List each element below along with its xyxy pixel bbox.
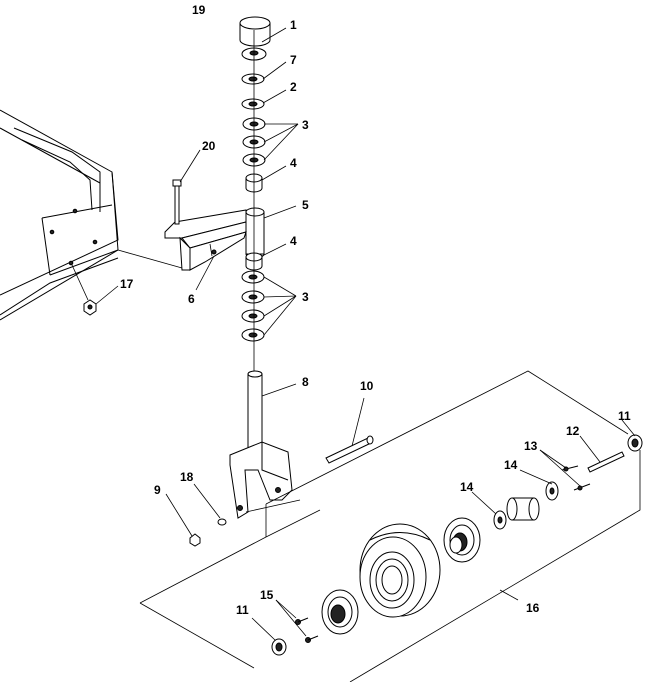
- wheel-bearing-inner: [493, 510, 507, 530]
- callout-15: 15: [260, 588, 274, 602]
- part-washer: [241, 73, 265, 85]
- callout-13: 13: [524, 439, 538, 453]
- grease-fittings: [561, 465, 591, 491]
- hub-bolts-left: [295, 617, 319, 643]
- part-bolt: [172, 179, 182, 225]
- callout-10: 10: [360, 379, 374, 393]
- callout-11-left: 11: [236, 603, 249, 617]
- callout-labels: 19 1 7 2 3 4 20 5 4 6 17 3 8 10 11 12 13…: [120, 3, 631, 617]
- callout-1: 1: [290, 18, 297, 32]
- fork-hardware: [189, 518, 227, 547]
- callout-5: 5: [302, 198, 309, 212]
- callout-20: 20: [202, 139, 216, 153]
- callout-8: 8: [302, 375, 309, 389]
- callout-18: 18: [180, 470, 194, 484]
- callout-4-lower: 4: [290, 234, 297, 248]
- callout-4-upper: 4: [290, 156, 297, 170]
- part-nut: [83, 299, 97, 316]
- mower-deck-frame: [0, 109, 183, 321]
- callout-16: 16: [526, 601, 540, 615]
- callout-3-upper: 3: [302, 118, 309, 132]
- callout-6: 6: [188, 292, 195, 306]
- wheel-bearing-outer: [545, 481, 559, 501]
- part-cap: [239, 16, 271, 47]
- callout-19: 19: [192, 3, 206, 17]
- end-cap-left: [271, 638, 287, 656]
- callout-2: 2: [290, 80, 297, 94]
- wheel-assembly-boundary: [139, 370, 641, 683]
- caster-arm-bracket: [164, 209, 247, 271]
- axle-bolt: [325, 435, 374, 464]
- end-cap-right: [627, 434, 643, 452]
- lower-bearing-stack: [241, 270, 265, 342]
- wheel-hub-half-left: [321, 589, 359, 635]
- leader-lines: [95, 27, 636, 641]
- callout-3-lower: 3: [302, 290, 309, 304]
- axle-sleeve: [587, 451, 625, 473]
- axle-spacer-tube: [506, 497, 540, 521]
- callout-11-right: 11: [618, 409, 631, 423]
- wheel-hub-half-right: [443, 517, 481, 563]
- tire: [359, 523, 441, 618]
- callout-7: 7: [290, 53, 297, 67]
- part-washer-small: [241, 98, 265, 110]
- callout-14-right: 14: [504, 458, 518, 472]
- callout-14-left: 14: [460, 480, 474, 494]
- callout-12: 12: [566, 424, 580, 438]
- callout-17: 17: [120, 277, 134, 291]
- callout-9: 9: [154, 483, 161, 497]
- caster-pivot-tube: [245, 207, 265, 259]
